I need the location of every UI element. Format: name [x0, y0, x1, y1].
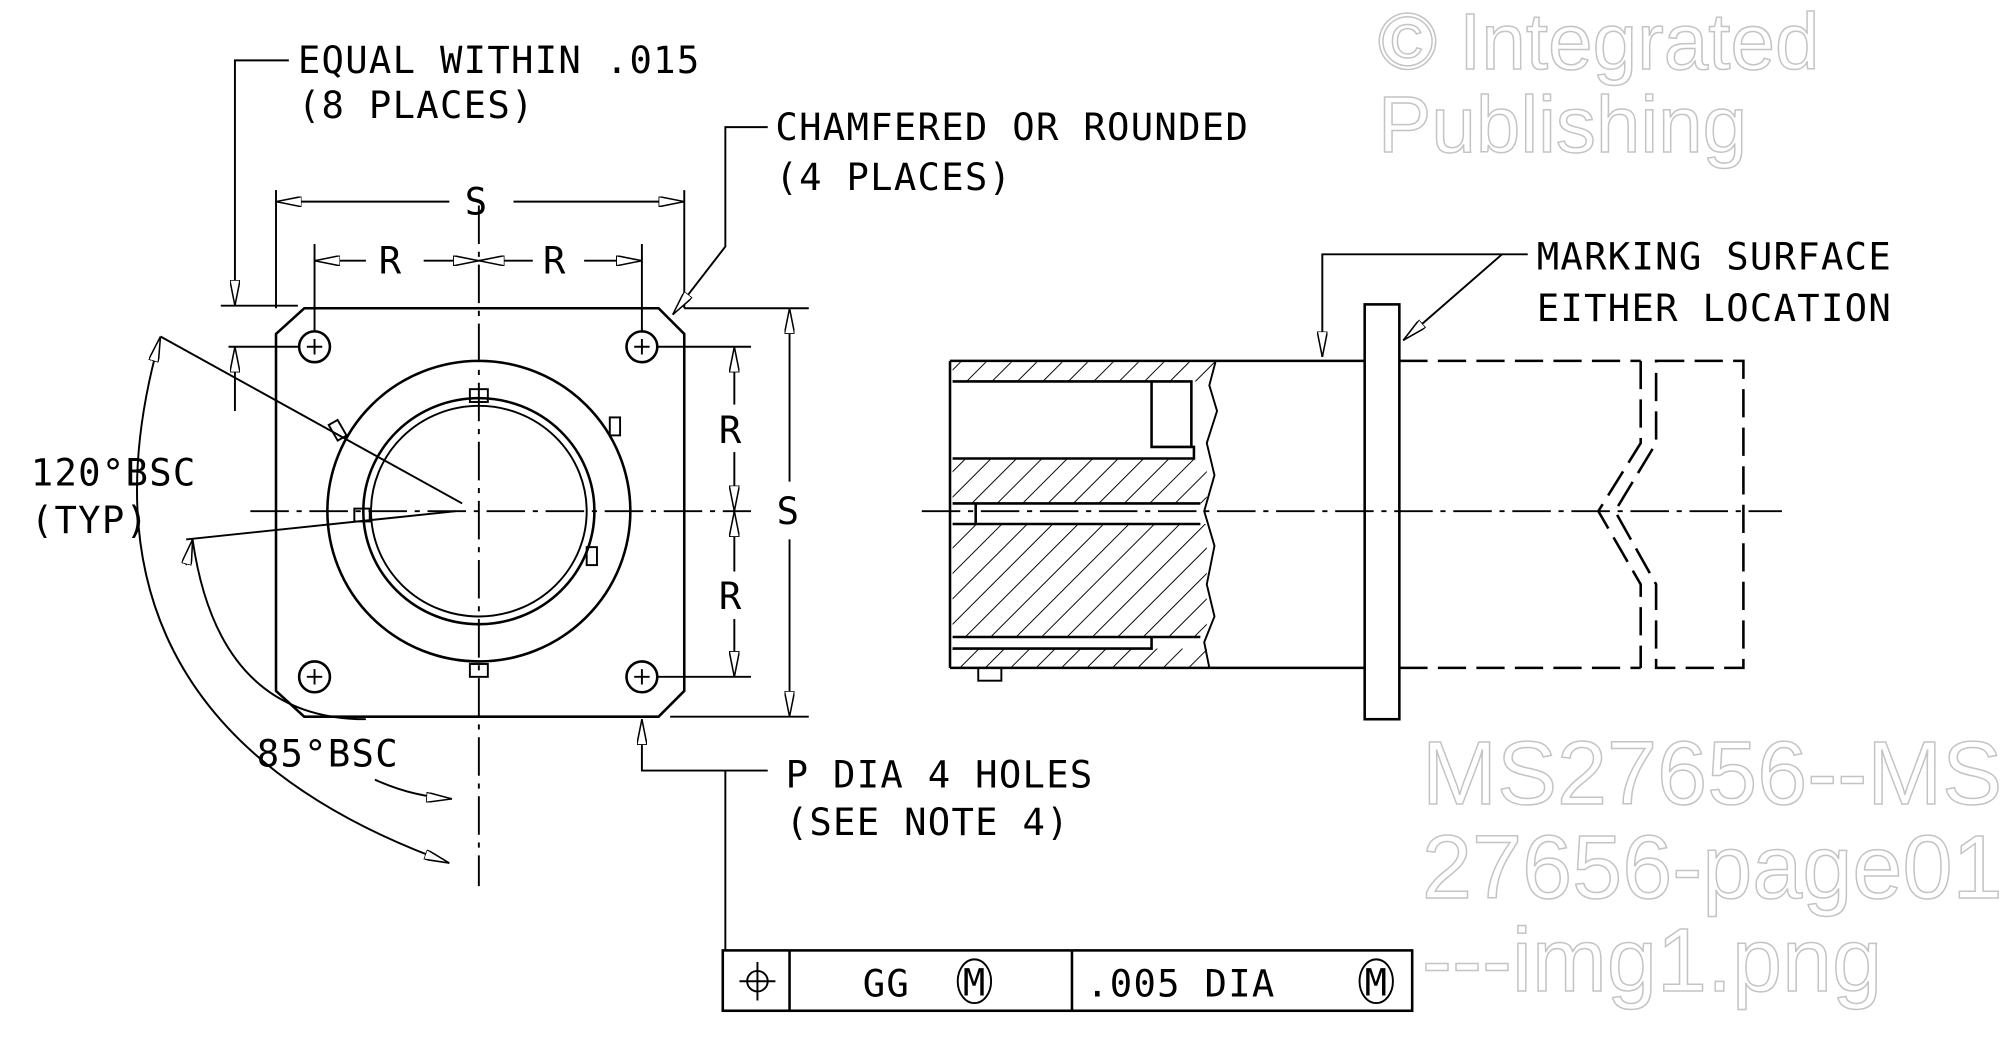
note-holes-line1: P DIA 4 HOLES	[786, 752, 1094, 796]
fcf-tolerance: .005 DIA	[1086, 962, 1276, 1006]
note-marking-line2: EITHER LOCATION	[1537, 286, 1892, 330]
watermark-line2: MS27656--MS27656-page01---img1.png	[1421, 724, 2003, 1012]
fcf-datum-modifier: M	[963, 960, 987, 1004]
dim-r-left: R	[379, 239, 403, 283]
dim-s-right: S	[777, 489, 801, 533]
note-angle-85: 85°BSC	[257, 732, 399, 776]
dim-r-upper: R	[719, 408, 743, 452]
dim-r-lower: R	[719, 574, 743, 618]
note-chamfered-line2: (4 PLACES)	[775, 155, 1012, 199]
note-angle-120-line1: 120°BSC	[31, 450, 197, 494]
fcf-tolerance-modifier-circle	[1358, 958, 1394, 1005]
dim-s-top: S	[465, 179, 489, 223]
note-holes-line2: (SEE NOTE 4)	[786, 800, 1070, 844]
note-marking-line1: MARKING SURFACE	[1537, 235, 1892, 279]
position-symbol-icon	[739, 961, 776, 1001]
note-equal-within-line1: EQUAL WITHIN .015	[298, 38, 701, 82]
note-angle-120-line2: (TYP)	[31, 498, 149, 542]
note-equal-within-line2: (8 PLACES)	[298, 83, 535, 127]
fcf-tolerance-modifier: M	[1365, 960, 1389, 1004]
side-view: MARKING SURFACE EITHER LOCATION	[921, 235, 1892, 721]
fcf-datum: GG	[863, 962, 910, 1006]
dim-r-right: R	[543, 239, 567, 283]
watermark-line1: © Integrated Publishing	[1377, 0, 1820, 170]
fcf-datum-modifier-circle	[956, 958, 993, 1005]
feature-control-frame: GG M .005 DIA M	[721, 949, 1414, 1013]
note-chamfered-line1: CHAMFERED OR ROUNDED	[775, 105, 1249, 149]
front-view: S R R S R R EQUAL WITHIN .015 (8 PLACES)…	[31, 38, 1249, 951]
